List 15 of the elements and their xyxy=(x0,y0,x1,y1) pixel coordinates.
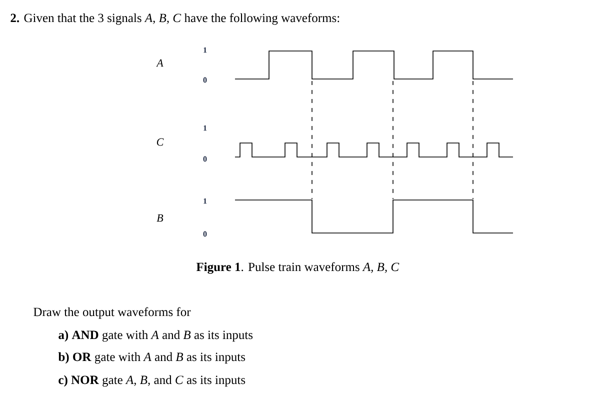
level-label: 1 xyxy=(204,125,207,131)
list-item: c) NOR gate A, B, and C as its inputs xyxy=(58,375,246,387)
level-label: 1 xyxy=(204,198,207,204)
question-text: 2. Given that the 3 signals A, B, C have the following waveforms: xyxy=(10,13,340,25)
signal-label: B xyxy=(156,214,164,222)
signal-label: C xyxy=(156,138,164,146)
level-label: 0 xyxy=(203,231,207,237)
figure-caption: Figure 1. Pulse train waveforms A, B, C xyxy=(196,262,400,274)
level-label: 0 xyxy=(203,156,207,162)
list-item: a) AND gate with A and B as its inputs xyxy=(58,330,253,342)
level-label: 0 xyxy=(203,77,207,83)
instruction-text: Draw the output waveforms for xyxy=(34,307,191,319)
signal-label: A xyxy=(156,59,164,67)
level-label: 1 xyxy=(204,47,207,53)
list-item: b) OR gate with A and B as its inputs xyxy=(58,352,246,364)
